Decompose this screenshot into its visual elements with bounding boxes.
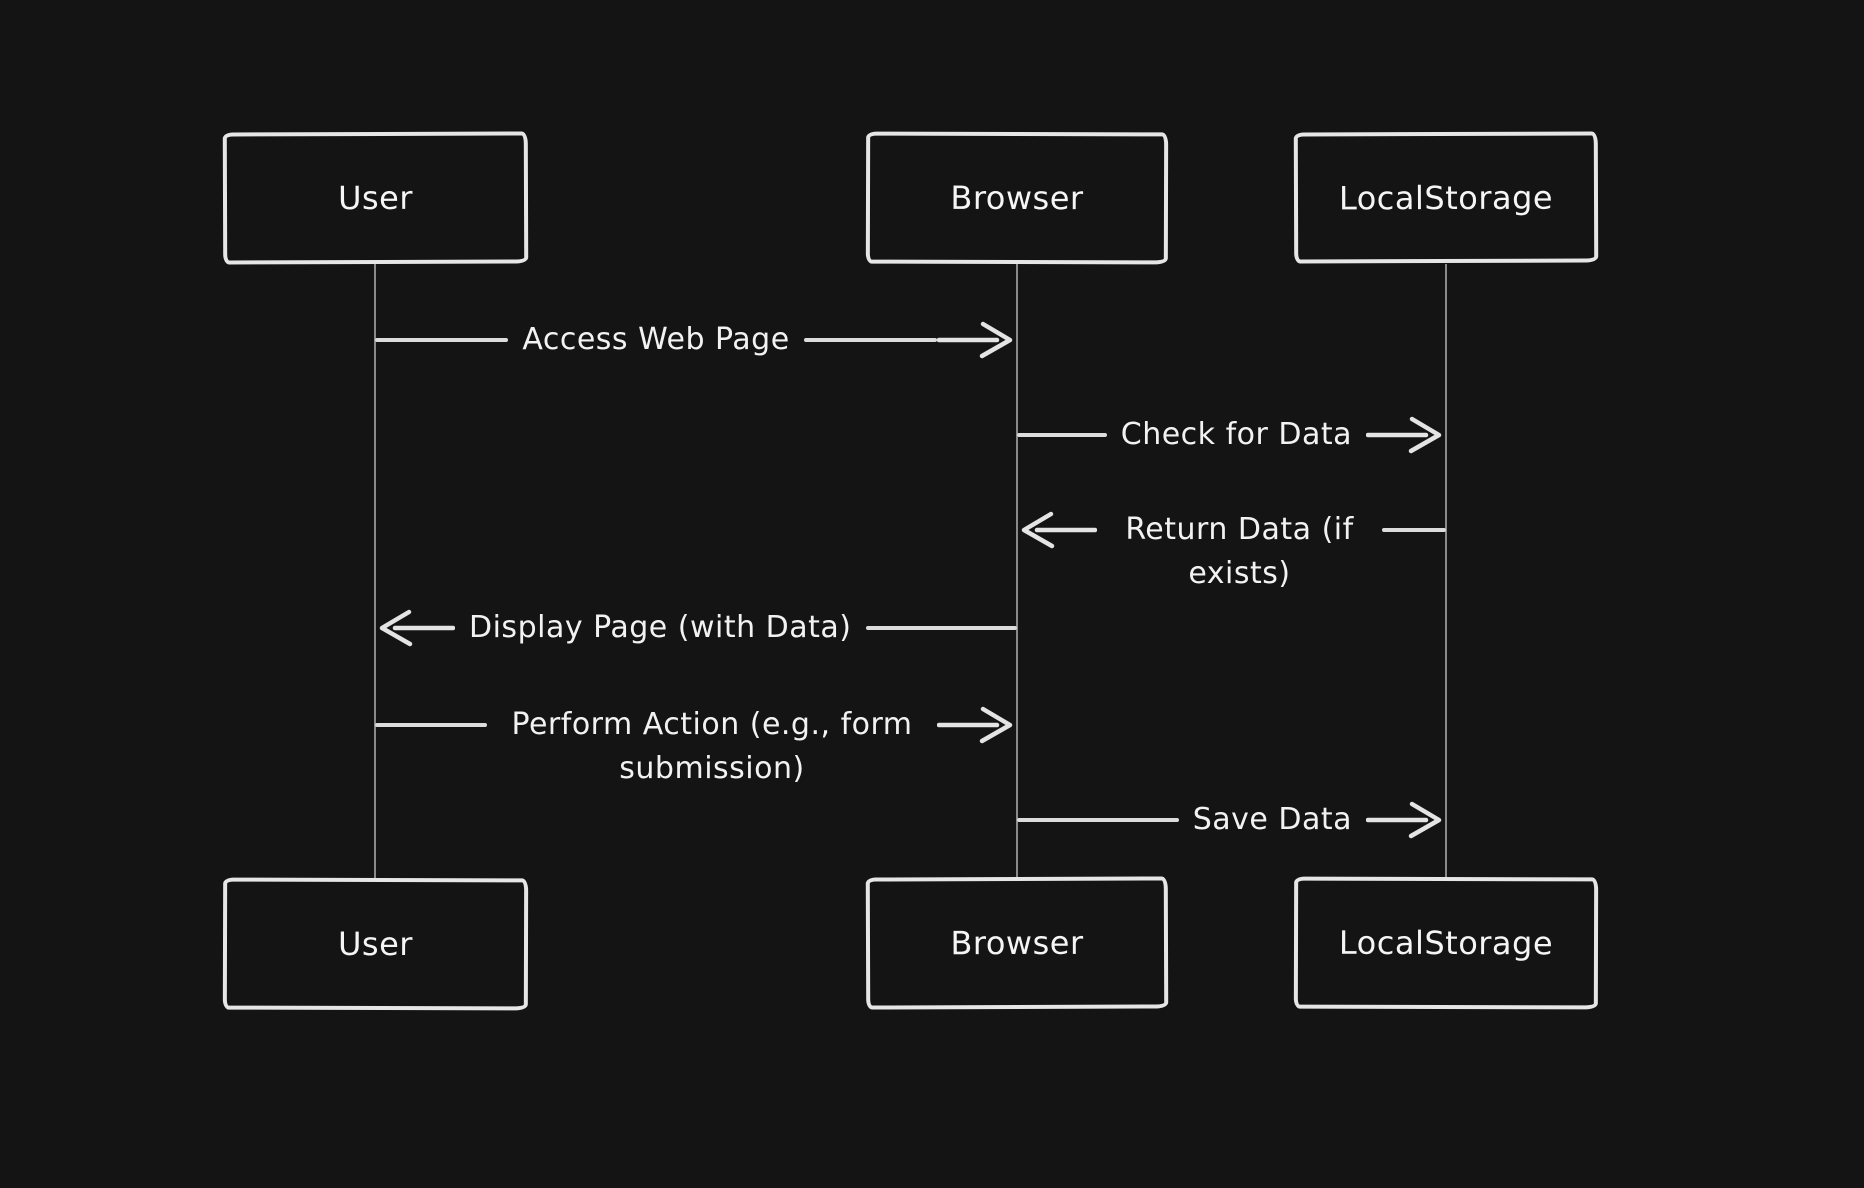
- lifeline-user: [374, 264, 376, 878]
- actor-box-localstorage-top: LocalStorage: [1293, 131, 1599, 264]
- message-line: [375, 338, 509, 342]
- message-label: Perform Action (e.g., form submission): [511, 707, 913, 786]
- arrowhead-right-icon: [1366, 416, 1442, 454]
- message-line: [1382, 528, 1446, 532]
- message-display-page: Display Page (with Data): [375, 606, 1017, 650]
- arrowhead-left-icon: [379, 609, 455, 647]
- message-label: Save Data: [1192, 802, 1352, 837]
- actor-label-browser: Browser: [950, 178, 1084, 218]
- actor-box-localstorage-bottom: LocalStorage: [1293, 876, 1599, 1010]
- arrowhead-left-icon: [1021, 511, 1097, 549]
- arrowhead-right-icon: [937, 321, 1013, 359]
- message-label: Access Web Page: [522, 322, 790, 357]
- actor-label-localstorage: LocalStorage: [1338, 923, 1554, 963]
- arrowhead-right-icon: [1366, 801, 1442, 839]
- actor-label-localstorage: LocalStorage: [1338, 178, 1554, 217]
- actor-label-browser: Browser: [950, 923, 1084, 963]
- message-save-data: Save Data: [1017, 798, 1446, 842]
- message-return-data: Return Data (if exists): [1017, 508, 1446, 596]
- message-perform-action: Perform Action (e.g., form submission): [375, 703, 1017, 791]
- actor-box-user-bottom: User: [222, 877, 529, 1011]
- message-line: [1017, 818, 1179, 822]
- message-label: Return Data (if exists): [1125, 512, 1354, 591]
- message-line: [1017, 433, 1107, 437]
- lifeline-localstorage: [1445, 264, 1447, 878]
- actor-box-user-top: User: [222, 131, 529, 265]
- actor-label-user: User: [337, 924, 414, 964]
- message-label: Display Page (with Data): [469, 610, 852, 645]
- actor-box-browser-top: Browser: [865, 131, 1169, 265]
- message-line: [865, 626, 1017, 630]
- message-line: [803, 338, 937, 342]
- message-check-for-data: Check for Data: [1017, 413, 1446, 457]
- message-access-web-page: Access Web Page: [375, 318, 1017, 362]
- actor-label-user: User: [337, 178, 414, 218]
- actor-box-browser-bottom: Browser: [865, 876, 1169, 1010]
- message-line: [375, 723, 487, 727]
- lifeline-browser: [1016, 264, 1018, 878]
- arrowhead-right-icon: [937, 706, 1013, 744]
- message-label: Check for Data: [1120, 417, 1352, 452]
